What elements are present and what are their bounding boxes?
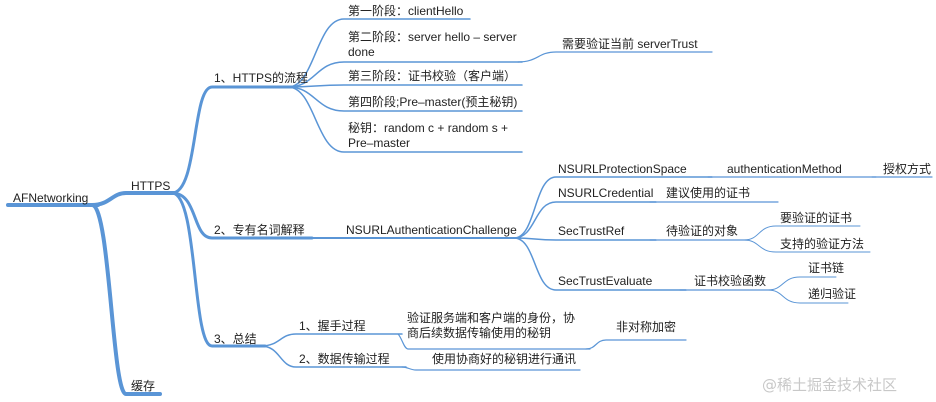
- protection-space-node: NSURLProtectionSpace: [558, 162, 687, 176]
- evaluate-recursive-node: 递归验证: [808, 287, 857, 301]
- branch-transfer-desc: [401, 366, 581, 371]
- credential-node: NSURLCredential: [558, 186, 654, 200]
- cache-node: 缓存: [131, 379, 156, 393]
- evaluate-node: SecTrustEvaluate: [558, 274, 653, 288]
- sectrust-desc-node: 待验证的对象: [666, 224, 739, 238]
- branch-asymmetric: [585, 339, 687, 350]
- asymmetric-node: 非对称加密: [616, 320, 677, 334]
- branch-root-https: [90, 191, 177, 207]
- https-node: HTTPS: [131, 179, 171, 193]
- branch-secret: [287, 86, 523, 153]
- watermark: @稀土掘金技术社区: [762, 376, 898, 394]
- branch-handshake: [260, 333, 403, 347]
- flow-node: 1、HTTPS的流程: [214, 71, 309, 85]
- branch-https-flow: [170, 85, 294, 195]
- step2-note-node: 需要验证当前 serverTrust: [562, 37, 698, 51]
- step3-node: 第三阶段：证书校验（客户端）: [348, 69, 517, 83]
- branch-protection: [513, 176, 713, 239]
- transfer-desc-node: 使用协商好的秘钥进行通讯: [432, 352, 577, 366]
- evaluate-chain-node: 证书链: [808, 261, 845, 275]
- branch-step4: [287, 86, 523, 112]
- step4-node: 第四阶段;Pre–master(预主秘钥): [348, 95, 518, 109]
- branch-sectrust-cert: [743, 225, 861, 241]
- branch-root-cache: [90, 203, 162, 396]
- branch-transfer: [260, 345, 407, 368]
- branch-step3: [287, 84, 523, 88]
- branch-step1: [287, 18, 471, 88]
- sectrust-node: SecTrustRef: [558, 224, 625, 238]
- step2-node: 第二阶段：server hello – server done: [348, 30, 517, 59]
- branch-sectrust-methods: [743, 239, 871, 253]
- evaluate-desc-node: 证书校验函数: [694, 274, 767, 288]
- branch-evaluate: [513, 237, 687, 291]
- branch-evaluate-recursive: [767, 289, 849, 304]
- branch-handshake-desc: [397, 333, 591, 350]
- branch-step2: [287, 61, 523, 88]
- branch-https-summary: [170, 191, 267, 348]
- branch-step2-note: [517, 51, 713, 63]
- secret-node: 秘钥：random c + random s + Pre–master: [348, 121, 509, 150]
- step1-node: 第一阶段：clientHello: [348, 4, 464, 18]
- challenge-node: NSURLAuthenticationChallenge: [346, 223, 517, 237]
- branch-credential: [513, 201, 657, 239]
- branch-sectrust: [513, 237, 657, 241]
- credential-desc-node: 建议使用的证书: [666, 186, 751, 200]
- summary-node: 3、总结: [214, 332, 257, 346]
- root-node: AFNetworking: [13, 191, 89, 205]
- branch-evaluate-chain: [767, 276, 837, 291]
- transfer-node: 2、数据传输过程: [299, 352, 390, 366]
- auth-method-node: authenticationMethod: [727, 162, 842, 176]
- branch-https-terms: [170, 191, 314, 240]
- sectrust-methods-node: 支持的验证方法: [780, 237, 865, 251]
- auth-method-desc-node: 授权方式: [883, 162, 932, 176]
- handshake-node: 1、握手过程: [299, 319, 366, 333]
- sectrust-cert-node: 要验证的证书: [780, 211, 853, 225]
- handshake-desc-node: 验证服务端和客户端的身份，协商后续数据传输使用的秘钥: [407, 311, 576, 340]
- terms-node: 2、专有名词解释: [214, 223, 305, 237]
